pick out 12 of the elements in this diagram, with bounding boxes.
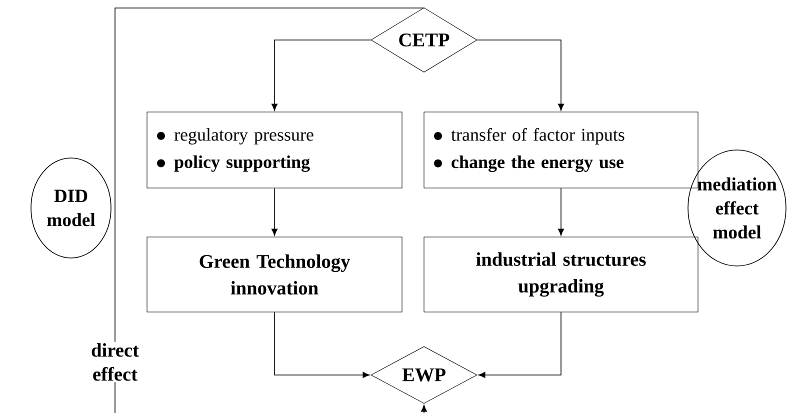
- arrow: [272, 188, 278, 236]
- bullet-list-box: transfer of factor inputs change the energy use: [424, 112, 698, 188]
- bullet-list-box: regulatory pressure policy supporting: [146, 112, 402, 188]
- arrow: [274, 312, 370, 378]
- arrow: [558, 188, 564, 236]
- edge-label: direct effect: [78, 342, 152, 382]
- arrow: [476, 40, 564, 111]
- arrow: [272, 40, 372, 111]
- process-box: Green Technology innovation: [146, 236, 402, 312]
- arrow: [114, 7, 427, 413]
- arrow: [478, 312, 562, 378]
- process-box: industrial structures upgrading: [424, 236, 698, 312]
